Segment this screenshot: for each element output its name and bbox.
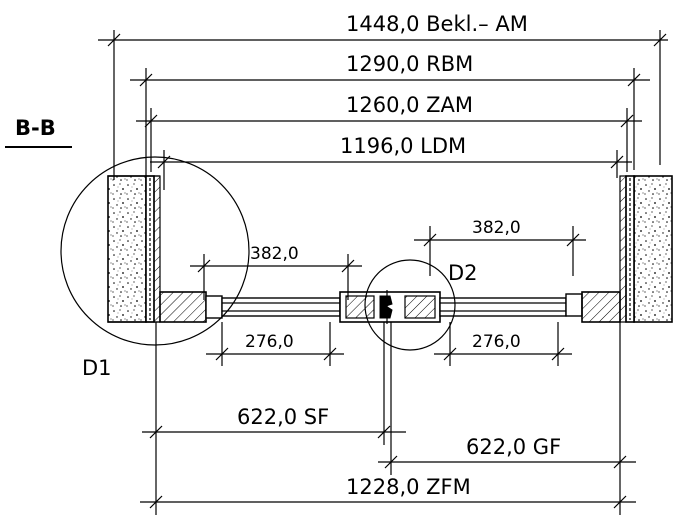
dim-left-sash-label: 382,0	[250, 244, 299, 264]
right-wall	[619, 175, 673, 323]
dim-rbm-label: 1290,0 RBM	[346, 52, 473, 76]
dim-sf: 622,0 SF	[142, 405, 406, 439]
dim-zfm: 1228,0 ZFM	[140, 475, 636, 509]
dim-zfm-label: 1228,0 ZFM	[346, 475, 471, 499]
right-frame	[565, 291, 621, 323]
left-frame	[159, 291, 223, 323]
detail-circle-d2	[364, 259, 456, 351]
dim-left-sash: 382,0	[190, 244, 362, 300]
detail-label-d2: D2	[448, 261, 478, 285]
dim-bekl-am: 1448,0 Bekl.– AM	[98, 12, 668, 180]
dim-ldm-label: 1196,0 LDM	[340, 134, 466, 158]
right-glass	[439, 297, 567, 317]
dim-zam: 1260,0 ZAM	[136, 93, 642, 172]
detail-label-d1: D1	[82, 356, 112, 380]
detail-circle-d1	[60, 156, 250, 346]
dim-gf-label: 622,0 GF	[466, 435, 561, 459]
dim-sf-label: 622,0 SF	[237, 405, 329, 429]
dim-gf: 622,0 GF	[378, 435, 636, 469]
dim-ldm: 1196,0 LDM	[150, 134, 632, 190]
center-mullion	[339, 290, 441, 324]
section-title: B-B	[15, 116, 56, 140]
dim-rbm: 1290,0 RBM	[130, 52, 650, 180]
dim-right-glass: 276,0	[434, 322, 572, 366]
dim-right-sash: 382,0	[414, 218, 586, 276]
dim-left-glass: 276,0	[206, 322, 344, 366]
dim-bekl-am-label: 1448,0 Bekl.– AM	[346, 12, 528, 36]
dim-right-sash-label: 382,0	[472, 218, 521, 238]
dim-left-glass-label: 276,0	[245, 332, 294, 352]
left-wall	[107, 175, 161, 323]
left-glass	[221, 297, 341, 317]
dim-zam-label: 1260,0 ZAM	[346, 93, 473, 117]
dim-right-glass-label: 276,0	[472, 332, 521, 352]
